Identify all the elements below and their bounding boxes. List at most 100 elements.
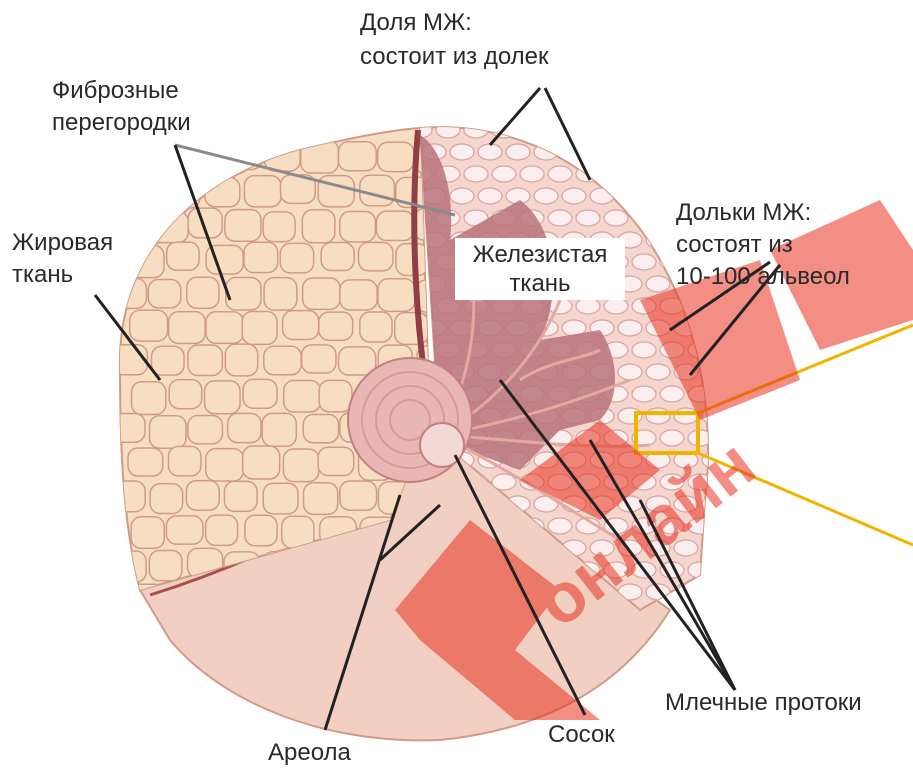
- fat-cell: [264, 278, 297, 310]
- alveolus: [576, 122, 600, 138]
- label-fibrous-line1: Фиброзные: [52, 76, 179, 105]
- alveolus: [646, 232, 670, 248]
- alveolus: [660, 430, 684, 446]
- alveolus: [436, 122, 460, 138]
- label-areola: Ареола: [268, 738, 351, 767]
- fat-cell: [112, 142, 145, 171]
- label-fat-line2: ткань: [12, 260, 73, 289]
- fat-cell: [225, 210, 261, 242]
- alveolus: [604, 298, 628, 314]
- fat-cell: [188, 142, 222, 174]
- alveolus: [618, 144, 642, 160]
- alveolus: [590, 188, 614, 204]
- fat-cell: [206, 515, 238, 545]
- fat-cell: [304, 483, 338, 515]
- fat-cell: [206, 449, 244, 481]
- label-gland-line2: ткань: [465, 269, 615, 298]
- fat-cell: [206, 312, 243, 344]
- fat-cell: [131, 517, 164, 549]
- alveolus: [576, 210, 600, 226]
- fat-cell: [113, 279, 147, 309]
- fat-cell: [263, 483, 298, 514]
- fat-cell: [224, 481, 257, 511]
- fat-cell: [113, 345, 147, 375]
- fat-cell: [152, 346, 185, 375]
- alveolus: [618, 408, 642, 424]
- alveolus: [618, 364, 642, 380]
- alveolus: [618, 188, 642, 204]
- alveolus: [478, 188, 502, 204]
- fat-cell: [302, 210, 335, 243]
- alveolus: [632, 342, 656, 358]
- fat-cell: [340, 211, 376, 241]
- fat-cell: [303, 278, 340, 309]
- fat-cell: [188, 415, 223, 443]
- fat-cell: [167, 242, 199, 270]
- alveolus: [702, 584, 726, 600]
- fat-cell: [244, 242, 278, 272]
- label-fibrous-line2: перегородки: [52, 108, 191, 137]
- alveolus: [674, 144, 698, 160]
- label-nipple: Сосок: [548, 720, 615, 749]
- alveolus: [618, 320, 642, 336]
- label-gland-line1: Железистая: [465, 240, 615, 269]
- alveolus: [646, 364, 670, 380]
- alveolus: [702, 144, 726, 160]
- fat-cell: [228, 413, 261, 442]
- fat-cell: [245, 515, 277, 545]
- alveolus: [660, 166, 684, 182]
- fat-cell: [148, 280, 180, 308]
- alveolus: [562, 188, 586, 204]
- alveolus: [450, 144, 474, 160]
- alveolus: [604, 210, 628, 226]
- alveolus: [464, 166, 488, 182]
- label-fat-line1: Жировая: [12, 228, 113, 257]
- fat-cell: [303, 414, 338, 442]
- alveolus: [534, 188, 558, 204]
- alveolus: [688, 122, 712, 138]
- alveolus: [548, 166, 572, 182]
- fat-cell: [264, 346, 301, 375]
- fat-cell: [318, 447, 354, 475]
- label-lobe-line2: состоит из долек: [360, 42, 549, 71]
- fat-cell: [358, 242, 392, 271]
- fat-cell: [319, 312, 353, 340]
- fat-cell: [378, 279, 415, 312]
- alveolus: [548, 518, 572, 534]
- fat-cell: [130, 310, 168, 341]
- alveolus: [478, 144, 502, 160]
- alveolus: [646, 408, 670, 424]
- alveolus: [576, 298, 600, 314]
- fat-cell: [225, 344, 257, 376]
- fat-cell: [243, 446, 280, 479]
- alveolus: [674, 408, 698, 424]
- fat-cell: [319, 380, 352, 412]
- alveolus: [646, 188, 670, 204]
- alveolus: [506, 144, 530, 160]
- alveolus: [660, 386, 684, 402]
- fat-cell: [265, 141, 300, 171]
- fat-cell: [168, 446, 201, 476]
- alveolus: [548, 210, 572, 226]
- fat-cell: [128, 448, 163, 476]
- alveolus: [604, 122, 628, 138]
- fat-cell: [243, 379, 277, 408]
- alveolus: [646, 276, 670, 292]
- fat-cell: [111, 211, 148, 244]
- label-milk-ducts: Млечные протоки: [665, 688, 862, 717]
- fat-cell: [262, 413, 296, 446]
- fat-cell: [242, 311, 277, 344]
- fat-cell: [339, 347, 376, 375]
- fat-cell: [149, 551, 182, 581]
- fat-cell: [340, 481, 377, 510]
- fat-cell: [360, 175, 395, 205]
- alveolus: [660, 122, 684, 138]
- label-lobe-line1: Доля МЖ:: [360, 8, 472, 37]
- fat-cell: [244, 176, 281, 207]
- fat-cell: [150, 416, 187, 449]
- fat-cell: [360, 312, 392, 342]
- leader-lobe-left: [490, 88, 540, 145]
- fat-cell: [302, 345, 336, 373]
- alveolus: [632, 166, 656, 182]
